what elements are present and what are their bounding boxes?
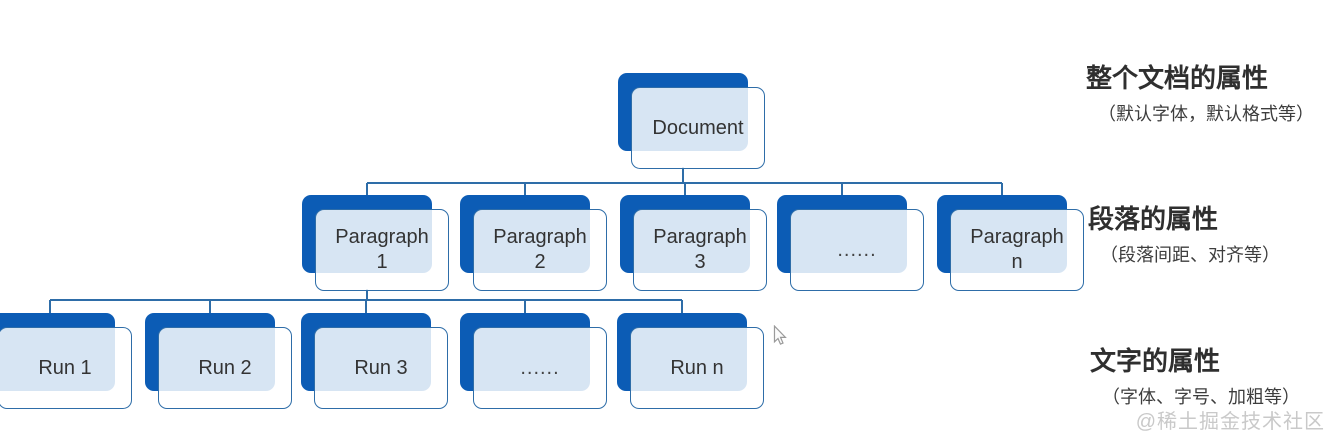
node-card: Paragraph 1 (315, 209, 449, 291)
node-label: Paragraph 1 (335, 226, 429, 273)
node-card: Run 1 (0, 327, 132, 409)
node-card: ...... (473, 327, 607, 409)
node-card: ...... (790, 209, 924, 291)
node-card: Run 3 (314, 327, 448, 409)
node-paragraph-2: Paragraph 2 (460, 195, 607, 291)
node-card: Paragraph 3 (633, 209, 767, 291)
node-card: Document (631, 87, 765, 169)
node-label: ...... (520, 356, 560, 379)
annotation-title: 段落的属性 (1088, 204, 1219, 234)
node-run-ellipsis: ...... (460, 313, 607, 409)
node-card: Run 2 (158, 327, 292, 409)
annotation-run-properties: 文字的属性 （字体、字号、加粗等） (1090, 346, 1300, 409)
node-label: Run n (670, 356, 724, 379)
node-card: Run n (630, 327, 764, 409)
node-run-2: Run 2 (145, 313, 292, 409)
annotation-document-properties: 整个文档的属性 （默认字体，默认格式等） (1086, 63, 1314, 126)
annotation-title: 文字的属性 (1090, 346, 1221, 376)
watermark: @稀土掘金技术社区 (1135, 411, 1325, 433)
node-card: Paragraph 2 (473, 209, 607, 291)
annotation-title: 整个文档的属性 (1086, 63, 1269, 93)
node-document: Document (618, 73, 765, 169)
annotation-paragraph-properties: 段落的属性 （段落间距、对齐等） (1088, 204, 1280, 267)
node-label: Run 1 (38, 356, 92, 379)
node-label: Paragraph 3 (653, 226, 747, 273)
node-paragraph-3: Paragraph 3 (620, 195, 767, 291)
node-run-1: Run 1 (0, 313, 132, 409)
node-label: Run 3 (354, 356, 408, 379)
node-card: Paragraph n (950, 209, 1084, 291)
node-label: Paragraph n (970, 226, 1064, 273)
node-label: Run 2 (198, 356, 252, 379)
mouse-cursor-icon (773, 325, 787, 345)
node-paragraph-ellipsis: ...... (777, 195, 924, 291)
node-run-n: Run n (617, 313, 764, 409)
annotation-subtitle: （段落间距、对齐等） (1100, 244, 1280, 265)
node-label: Paragraph 2 (493, 226, 587, 273)
node-label: ...... (837, 238, 877, 261)
node-label: Document (652, 116, 744, 139)
node-paragraph-n: Paragraph n (937, 195, 1084, 291)
node-paragraph-1: Paragraph 1 (302, 195, 449, 291)
node-run-3: Run 3 (301, 313, 448, 409)
annotation-subtitle: （默认字体，默认格式等） (1098, 103, 1314, 124)
annotation-subtitle: （字体、字号、加粗等） (1102, 386, 1300, 407)
